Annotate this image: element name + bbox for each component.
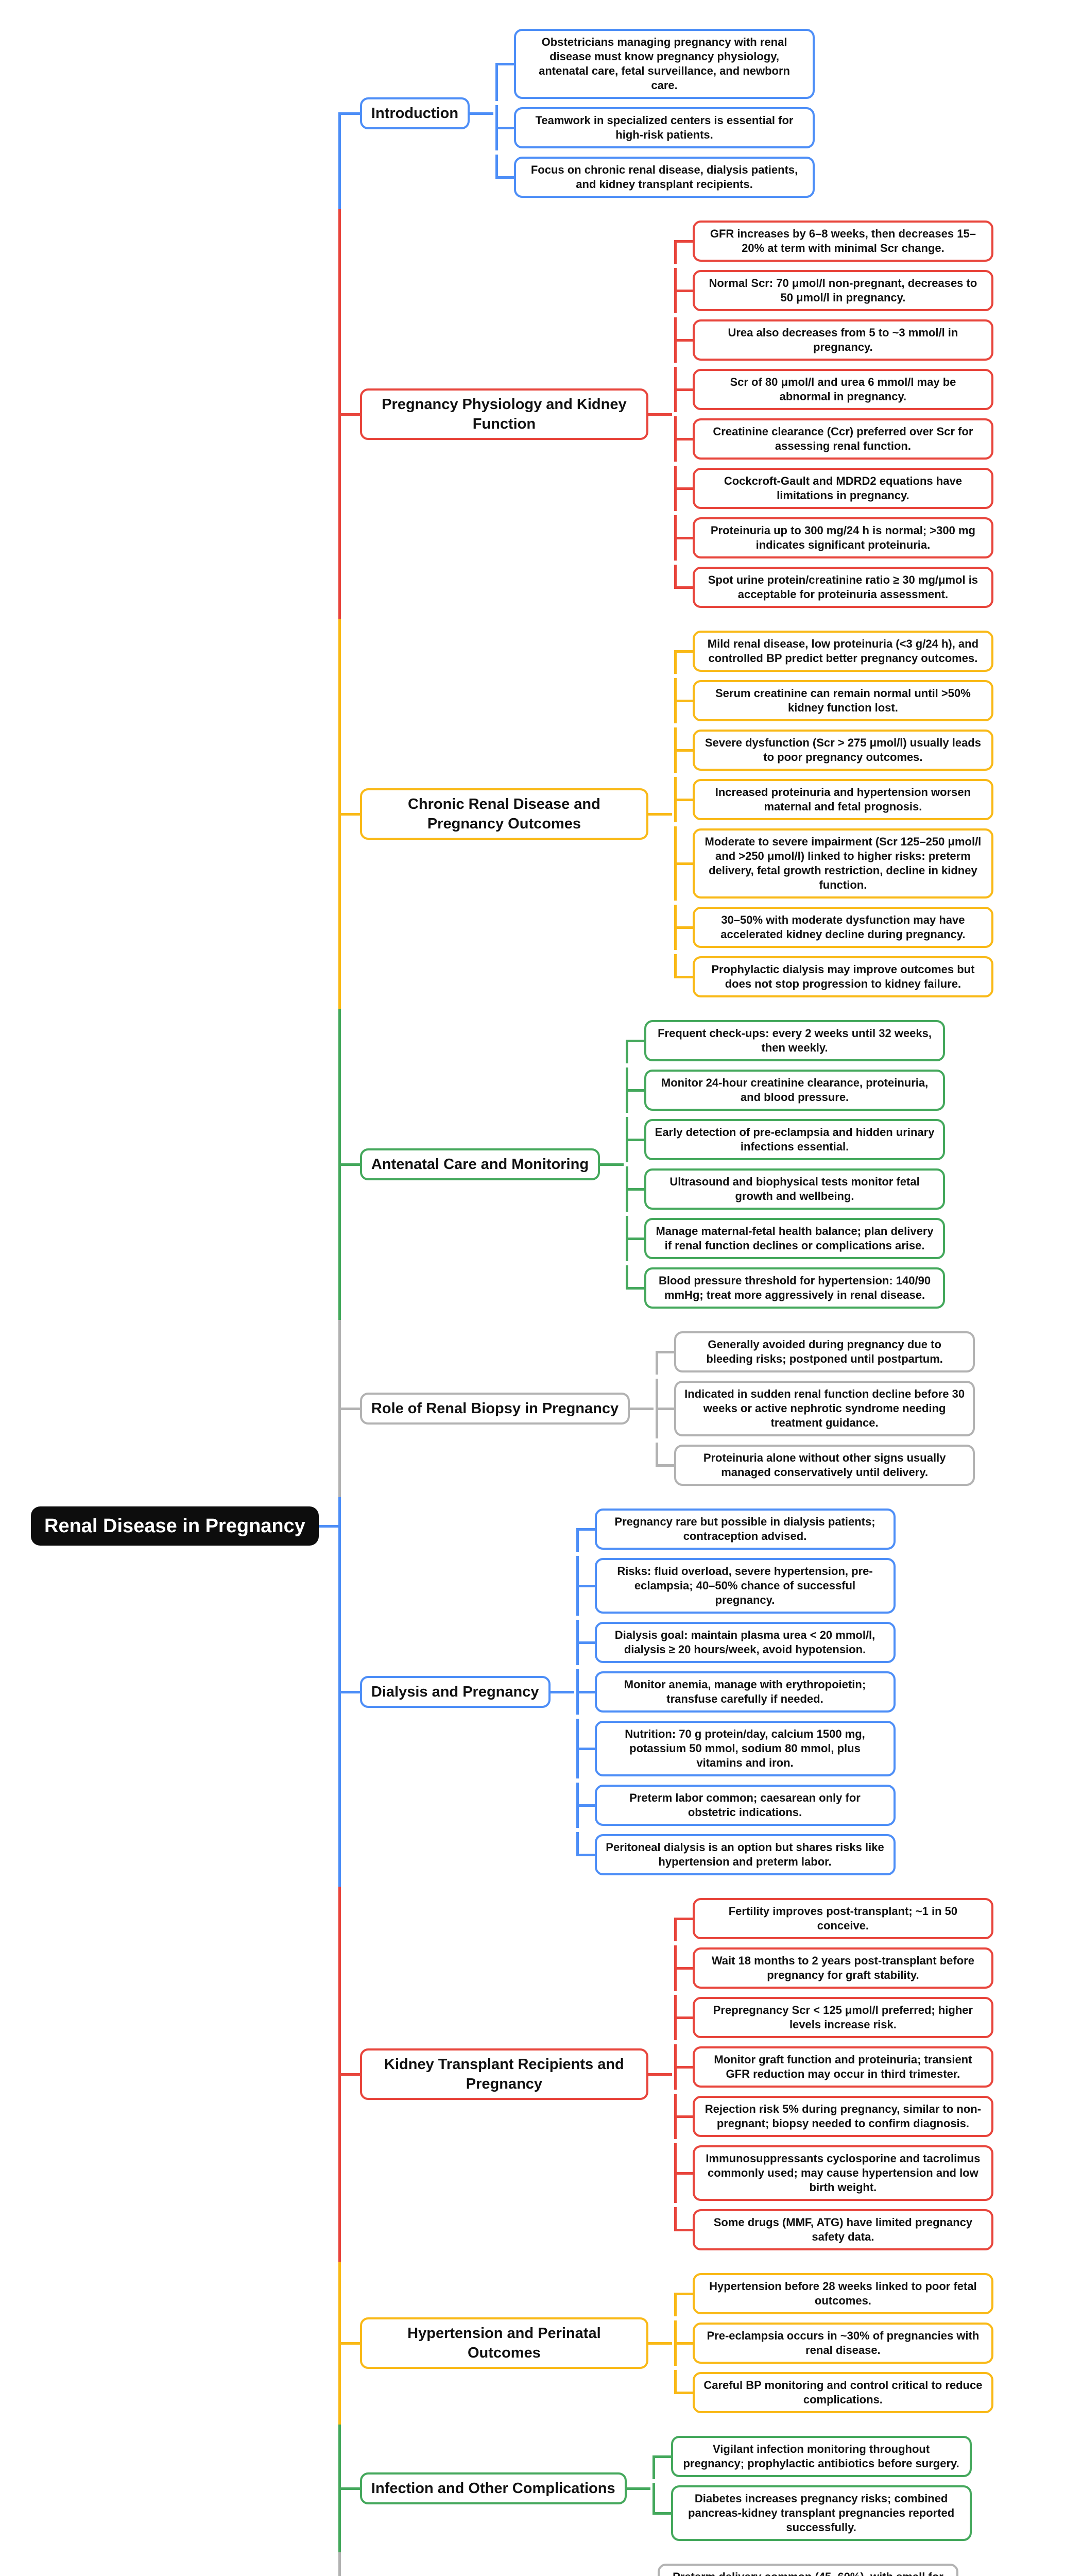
branch-label: Hypertension and Perinatal Outcomes: [359, 2317, 648, 2369]
branch-antenatal-care: Antenatal Care and Monitoring Frequent c…: [338, 1009, 993, 1320]
branch-hypertension-perinatal: Hypertension and Perinatal Outcomes Hype…: [338, 2262, 993, 2425]
leaf-note: Vigilant infection monitoring throughout…: [652, 2436, 972, 2479]
leaf-note: Preterm labor common; caesarean only for…: [576, 1783, 896, 1828]
leaf-note: Increased proteinuria and hypertension w…: [674, 777, 993, 822]
leaf-note: GFR increases by 6–8 weeks, then decreas…: [674, 221, 993, 264]
branch-introduction: Introduction Obstetricians managing preg…: [338, 18, 993, 209]
leaf-note: Early detection of pre-eclampsia and hid…: [626, 1117, 946, 1162]
leaf-note: Nutrition: 70 g protein/day, calcium 150…: [576, 1719, 896, 1778]
leaf-note: Immunosuppressants cyclosporine and tacr…: [674, 2143, 993, 2203]
branch-neonatal-care: Neonatal and Post-Delivery Care Preterm …: [338, 2552, 993, 2576]
leaf-note: Teamwork in specialized centers is essen…: [495, 105, 815, 150]
leaf-note: Monitor anemia, manage with erythropoiet…: [576, 1669, 896, 1715]
branch-connector: [648, 2342, 672, 2345]
leaf-note: Proteinuria up to 300 mg/24 h is normal;…: [674, 515, 993, 561]
leaf-note: Pregnancy rare but possible in dialysis …: [576, 1509, 896, 1552]
leaf-note: Moderate to severe impairment (Scr 125–2…: [674, 826, 993, 901]
leaf-list: Fertility improves post-transplant; ~1 i…: [672, 1894, 993, 2255]
leaf-note: Blood pressure threshold for hypertensio…: [626, 1265, 946, 1309]
leaf-note: Fertility improves post-transplant; ~1 i…: [674, 1898, 993, 1941]
leaf-note: Diabetes increases pregnancy risks; comb…: [652, 2483, 972, 2541]
leaf-note: Proteinuria alone without other signs us…: [656, 1443, 975, 1486]
leaf-note: Severe dysfunction (Scr > 275 μmol/l) us…: [674, 727, 993, 773]
leaf-note: Normal Scr: 70 μmol/l non-pregnant, decr…: [674, 268, 993, 313]
leaf-note: Mild renal disease, low proteinuria (<3 …: [674, 631, 993, 674]
branch-label: Introduction: [359, 97, 470, 129]
branch-kidney-transplant: Kidney Transplant Recipients and Pregnan…: [338, 1887, 993, 2262]
branch-label: Chronic Renal Disease and Pregnancy Outc…: [359, 788, 648, 840]
root-connector: [318, 1524, 338, 1528]
leaf-list: Mild renal disease, low proteinuria (<3 …: [672, 626, 993, 1002]
leaf-list: GFR increases by 6–8 weeks, then decreas…: [672, 216, 993, 612]
leaf-note: Ultrasound and biophysical tests monitor…: [626, 1166, 946, 1212]
branches: Introduction Obstetricians managing preg…: [338, 18, 993, 2576]
leaf-note: Manage maternal-fetal health balance; pl…: [626, 1216, 946, 1261]
leaf-note: Pre-eclampsia occurs in ~30% of pregnanc…: [674, 2320, 993, 2366]
leaf-note: Urea also decreases from 5 to ~3 mmol/l …: [674, 317, 993, 363]
branch-infection-complications: Infection and Other Complications Vigila…: [338, 2425, 993, 2552]
branch-label: Antenatal Care and Monitoring: [359, 1148, 600, 1180]
leaf-note: Scr of 80 μmol/l and urea 6 mmol/l may b…: [674, 367, 993, 412]
leaf-list: Preterm delivery common (45–60%), with s…: [637, 2560, 958, 2576]
branch-connector: [648, 812, 672, 816]
leaf-list: Vigilant infection monitoring throughout…: [650, 2432, 972, 2545]
leaf-note: Careful BP monitoring and control critic…: [674, 2370, 993, 2413]
branch-connector: [626, 2487, 650, 2490]
leaf-list: Generally avoided during pregnancy due t…: [654, 1327, 975, 1490]
leaf-note: Cockcroft-Gault and MDRD2 equations have…: [674, 466, 993, 511]
leaf-list: Pregnancy rare but possible in dialysis …: [574, 1504, 896, 1879]
leaf-note: Peritoneal dialysis is an option but sha…: [576, 1832, 896, 1875]
leaf-note: Indicated in sudden renal function decli…: [656, 1379, 975, 1438]
branch-connector: [600, 1163, 624, 1166]
leaf-note: Some drugs (MMF, ATG) have limited pregn…: [674, 2207, 993, 2250]
leaf-note: Frequent check-ups: every 2 weeks until …: [626, 1020, 946, 1063]
branch-label: Dialysis and Pregnancy: [359, 1676, 551, 1708]
leaf-note: Focus on chronic renal disease, dialysis…: [495, 155, 815, 198]
leaf-note: Wait 18 months to 2 years post-transplan…: [674, 1945, 993, 1991]
leaf-note: Monitor 24-hour creatinine clearance, pr…: [626, 1067, 946, 1113]
leaf-note: Risks: fluid overload, severe hypertensi…: [576, 1556, 896, 1616]
branch-connector: [470, 112, 494, 115]
central-topic: Renal Disease in Pregnancy: [31, 1506, 319, 1546]
leaf-list: Obstetricians managing pregnancy with re…: [493, 25, 815, 202]
leaf-note: 30–50% with moderate dysfunction may hav…: [674, 905, 993, 950]
leaf-note: Obstetricians managing pregnancy with re…: [495, 29, 815, 101]
leaf-note: Preterm delivery common (45–60%), with s…: [657, 2564, 958, 2576]
branch-label: Pregnancy Physiology and Kidney Function: [359, 388, 648, 440]
branch-connector: [648, 2073, 672, 2076]
leaf-list: Frequent check-ups: every 2 weeks until …: [624, 1016, 946, 1313]
leaf-note: Rejection risk 5% during pregnancy, simi…: [674, 2094, 993, 2139]
branch-connector: [630, 1407, 654, 1410]
leaf-note: Creatinine clearance (Ccr) preferred ove…: [674, 416, 993, 462]
branch-label: Role of Renal Biopsy in Pregnancy: [359, 1393, 630, 1425]
leaf-note: Hypertension before 28 weeks linked to p…: [674, 2273, 993, 2316]
branch-connector: [648, 413, 672, 416]
branch-label: Kidney Transplant Recipients and Pregnan…: [359, 2048, 648, 2100]
leaf-note: Spot urine protein/creatinine ratio ≥ 30…: [674, 565, 993, 608]
leaf-note: Serum creatinine can remain normal until…: [674, 678, 993, 723]
branch-dialysis: Dialysis and Pregnancy Pregnancy rare bu…: [338, 1497, 993, 1887]
branch-pregnancy-physiology: Pregnancy Physiology and Kidney Function…: [338, 209, 993, 619]
branch-chronic-renal-disease: Chronic Renal Disease and Pregnancy Outc…: [338, 619, 993, 1009]
branch-renal-biopsy: Role of Renal Biopsy in Pregnancy Genera…: [338, 1320, 993, 1497]
leaf-note: Prepregnancy Scr < 125 μmol/l preferred;…: [674, 1995, 993, 2040]
leaf-note: Monitor graft function and proteinuria; …: [674, 2044, 993, 2090]
leaf-note: Dialysis goal: maintain plasma urea < 20…: [576, 1620, 896, 1665]
leaf-note: Generally avoided during pregnancy due t…: [656, 1331, 975, 1375]
leaf-note: Prophylactic dialysis may improve outcom…: [674, 954, 993, 997]
leaf-list: Hypertension before 28 weeks linked to p…: [672, 2269, 993, 2417]
branch-connector: [550, 1690, 574, 1693]
branch-label: Infection and Other Complications: [359, 2472, 627, 2504]
